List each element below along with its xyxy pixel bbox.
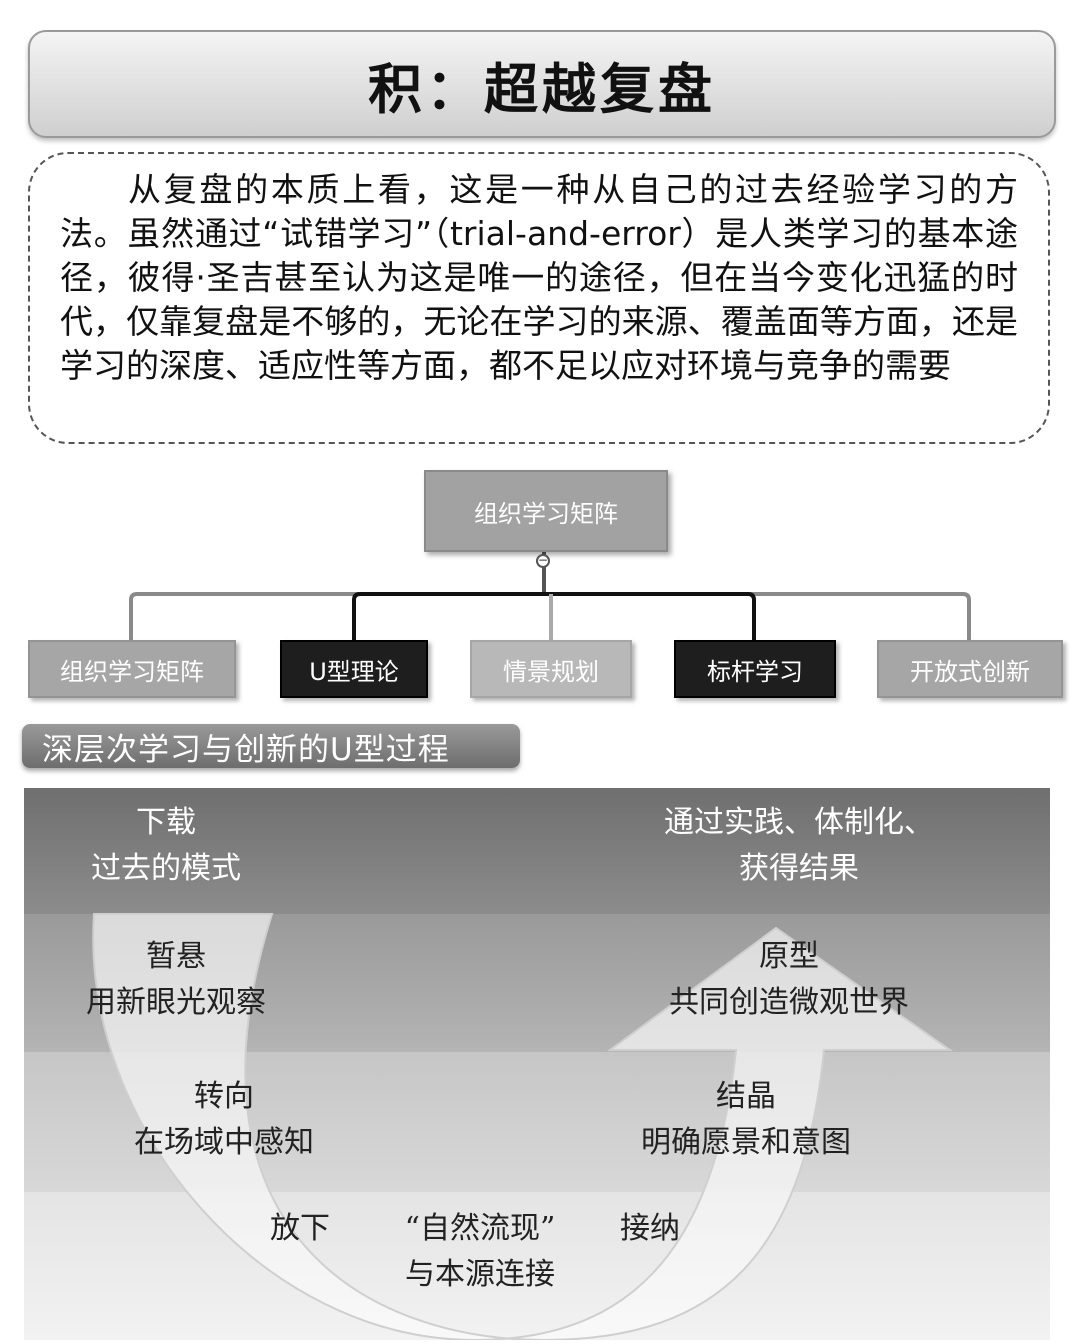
page-title: 积：超越复盘	[368, 57, 716, 121]
intro-box: 从复盘的本质上看，这是一种从自己的过去经验学习的方法。虽然通过“试错学习”（tr…	[28, 152, 1050, 444]
connector-to-benchmark	[544, 592, 756, 640]
label-presencing: “自然流现” 与本源连接	[404, 1211, 556, 1292]
connector-to-u-theory	[352, 592, 544, 640]
label-prototype: 原型 共同创造微观世界	[669, 939, 909, 1020]
u-process-header: 深层次学习与创新的U型过程	[22, 724, 520, 768]
u-process-header-label: 深层次学习与创新的U型过程	[42, 731, 450, 768]
label-redirect: 转向 在场域中感知	[134, 1079, 314, 1160]
collapse-toggle-icon[interactable]: −	[536, 553, 550, 568]
label-download: 下载 过去的模式	[91, 805, 241, 886]
org-chart-connectors	[129, 552, 971, 640]
label-letting-go: 放下	[270, 1211, 330, 1246]
org-root-label: 组织学习矩阵	[474, 499, 618, 528]
org-node-open-innovation: 开放式创新	[877, 640, 1063, 698]
org-node-label: 开放式创新	[910, 657, 1030, 686]
org-root-node: 组织学习矩阵	[424, 470, 668, 552]
org-node-benchmarking: 标杆学习	[674, 640, 836, 698]
org-node-learning-matrix: 组织学习矩阵	[28, 640, 236, 698]
band-download	[24, 788, 1050, 914]
label-crystallize: 结晶 明确愿景和意图	[641, 1079, 851, 1160]
org-node-label: 标杆学习	[707, 657, 803, 686]
org-node-label: 情景规划	[503, 657, 599, 686]
org-node-u-theory: U型理论	[280, 640, 428, 698]
intro-paragraph: 从复盘的本质上看，这是一种从自己的过去经验学习的方法。虽然通过“试错学习”（tr…	[60, 170, 1018, 385]
label-suspend: 暂悬 用新眼光观察	[86, 939, 266, 1020]
label-results: 通过实践、体制化、 获得结果	[664, 805, 934, 886]
org-node-label: U型理论	[309, 657, 399, 686]
u-process-diagram: 下载 过去的模式 通过实践、体制化、 获得结果 暂悬 用新眼光观察 原型 共同创…	[24, 788, 1050, 1340]
u-arrow	[92, 913, 954, 1340]
band-presencing	[24, 1192, 1050, 1340]
title-banner: 积：超越复盘	[28, 30, 1056, 138]
org-node-label: 组织学习矩阵	[60, 657, 204, 686]
org-node-scenario-planning: 情景规划	[470, 640, 632, 698]
u-arrow-shape	[92, 913, 954, 1340]
label-letting-come: 接纳	[620, 1211, 680, 1246]
